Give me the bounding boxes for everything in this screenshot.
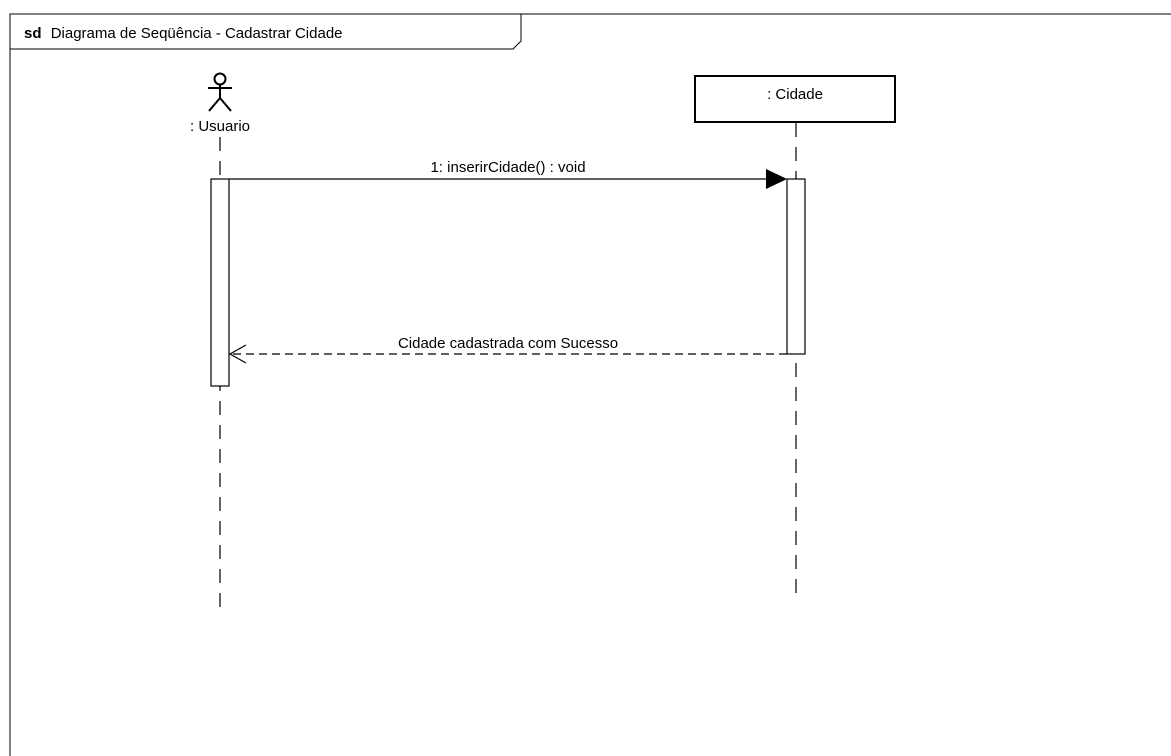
reply-label: Cidade cadastrada com Sucesso <box>398 335 618 352</box>
filled-arrowhead-icon <box>766 169 787 189</box>
frame-title: sd Diagrama de Seqüência - Cadastrar Cid… <box>24 25 343 42</box>
open-arrowhead-icon <box>228 344 247 364</box>
frame-border <box>9 13 1171 756</box>
object-box <box>694 75 896 123</box>
actor-label: : Usuario <box>190 118 250 135</box>
message-call[interactable]: 1: inserirCidade() : void <box>229 159 787 189</box>
lifeline-cidade[interactable]: : Cidade <box>694 75 896 595</box>
frame-title-tab <box>10 14 522 50</box>
call-label: 1: inserirCidade() : void <box>430 159 585 176</box>
frame-keyword: sd <box>24 25 42 42</box>
actor-activation-bar <box>210 178 230 387</box>
message-reply[interactable]: Cidade cadastrada com Sucesso <box>228 335 787 364</box>
stick-figure-actor-icon <box>208 72 232 112</box>
lifeline-usuario[interactable]: : Usuario <box>190 72 250 611</box>
object-activation-bar <box>786 178 806 355</box>
diagram-frame: sd Diagrama de Seqüência - Cadastrar Cid… <box>9 13 1171 756</box>
object-label: : Cidade <box>767 86 823 103</box>
frame-title-text: Diagrama de Seqüência - Cadastrar Cidade <box>51 25 343 42</box>
